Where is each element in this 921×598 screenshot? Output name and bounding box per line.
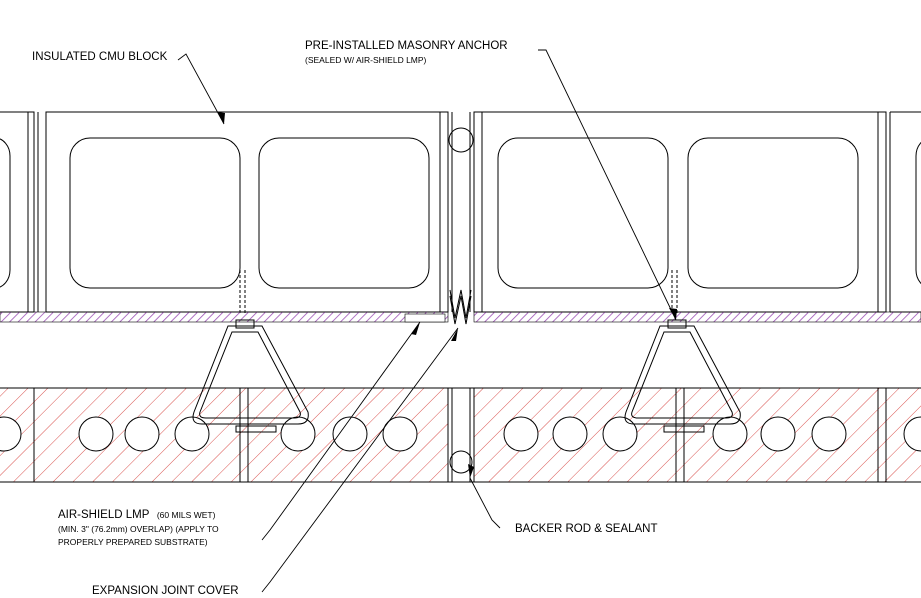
label-anchor-sub: (SEALED W/ AIR-SHIELD LMP): [305, 55, 427, 65]
label-backer-rod: BACKER ROD & SEALANT: [515, 523, 658, 535]
cmu-block-a: [45, 111, 449, 313]
cmu-block-b: [473, 111, 887, 313]
backer-rod: [449, 450, 473, 474]
leader-lines: [177, 49, 677, 593]
leader-arrowheads: [217, 112, 677, 478]
masonry-anchor-tie-left: [192, 319, 309, 433]
label-lmp-substrate: PROPERLY PREPARED SUBSTRATE): [58, 537, 208, 547]
label-air-shield-lmp: AIR-SHIELD LMP (60 MILS WET): [58, 505, 216, 522]
masonry-anchor-tie-right: [624, 319, 741, 433]
label-lmp-overlap: (MIN. 3" (76.2mm) OVERLAP) (APPLY TO: [58, 524, 219, 534]
label-expansion-joint: EXPANSION JOINT COVER: [92, 585, 239, 597]
label-insulated-cmu-block: INSULATED CMU BLOCK: [32, 51, 168, 63]
brick-veneer: [0, 387, 921, 483]
cmu-course: [0, 111, 921, 315]
air-shield-membrane: [0, 311, 921, 323]
expansion-joint-cover: [449, 289, 472, 325]
label-anchor-title: PRE-INSTALLED MASONRY ANCHOR: [305, 40, 508, 52]
